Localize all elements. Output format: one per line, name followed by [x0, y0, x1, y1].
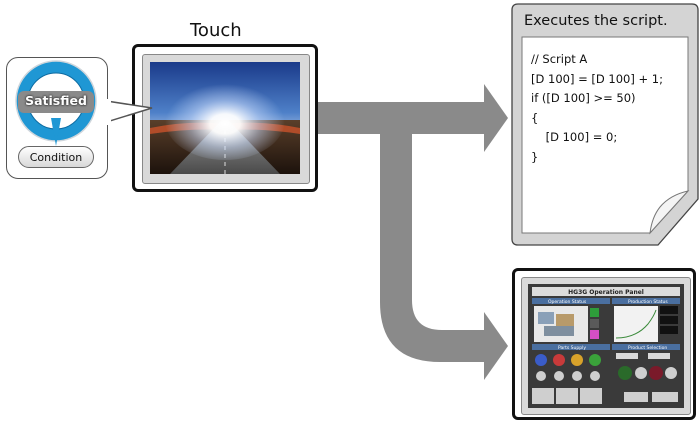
script-line: } [531, 149, 539, 164]
touch-panel[interactable] [132, 44, 318, 192]
script-page [511, 3, 699, 246]
operation-panel-title: HG3G Operation Panel [568, 289, 644, 296]
script-line: [D 100] = 0; [531, 130, 618, 145]
road-image [150, 62, 300, 174]
operation-panel-screen: HG3G Operation Panel Operation Status Pr… [528, 284, 684, 408]
condition-button[interactable]: Condition [18, 146, 94, 168]
script-line: if ([D 100] >= 50) [531, 91, 636, 106]
script-code: // Script A [D 100] = [D 100] + 1; if ([… [531, 50, 663, 168]
pin-stem [51, 118, 61, 146]
touch-label: Touch [190, 20, 242, 41]
script-line: // Script A [531, 52, 588, 66]
section-label: Production Status [628, 299, 668, 305]
section-label: Product Selection [628, 345, 667, 351]
bubble-tail [100, 99, 153, 125]
section-label: Operation Status [548, 299, 587, 305]
operation-panel-device: HG3G Operation Panel Operation Status Pr… [512, 268, 696, 420]
bubble-tail-cover [105, 99, 111, 125]
satisfied-label: Satisfied [25, 93, 87, 108]
script-title: Executes the script. [524, 13, 668, 29]
script-line: { [531, 110, 539, 125]
script-line: [D 100] = [D 100] + 1; [531, 71, 663, 86]
satisfied-badge [18, 91, 94, 113]
section-label: Parts Supply [558, 345, 586, 351]
